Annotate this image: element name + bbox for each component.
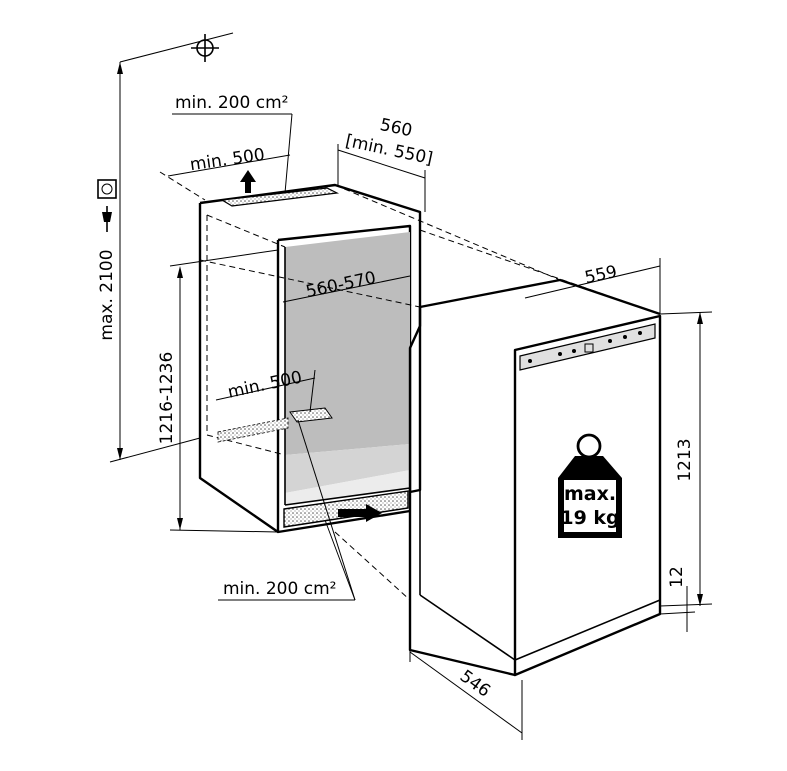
appliance-height-label: 1213 xyxy=(675,438,695,481)
dimension-lines xyxy=(109,62,713,740)
weight-icon xyxy=(558,433,622,538)
appliance-width-label: 559 xyxy=(583,262,619,288)
base-offset-label: 12 xyxy=(667,566,687,588)
bottom-vent-area-label: min. 200 cm² xyxy=(223,579,336,599)
ground-symbol-icon xyxy=(119,32,234,63)
appliance-depth-label: 546 xyxy=(456,666,494,701)
top-vent-area-label: min. 200 cm² xyxy=(175,93,288,113)
appliance xyxy=(408,278,662,677)
niche-height-label: 1216-1236 xyxy=(157,352,177,445)
weight-line-2: 19 kg xyxy=(560,507,619,529)
arrow-up-icon xyxy=(240,170,256,193)
socket-icon xyxy=(97,179,117,199)
plug-icon xyxy=(102,206,112,232)
top-vent-depth-label: min. 500 xyxy=(189,145,266,175)
niche-depth-label: 560 xyxy=(378,115,414,141)
weight-line-1: max. xyxy=(564,483,616,505)
niche-cabinet xyxy=(198,183,422,534)
max-height-label: max. 2100 xyxy=(97,249,117,340)
arrow-right-icon xyxy=(338,504,382,522)
